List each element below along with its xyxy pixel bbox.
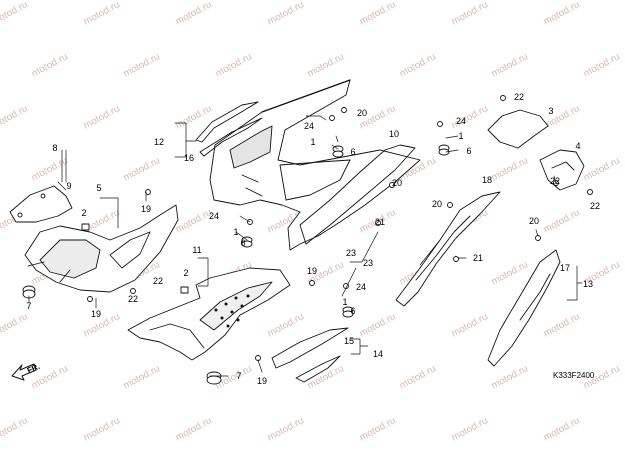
callout-label: 2	[183, 268, 189, 278]
callout-label: 24	[303, 121, 315, 131]
lower-left-cover-part	[127, 267, 291, 361]
callout-label: 2	[81, 208, 87, 218]
center-cover-part	[209, 79, 421, 251]
callout-label: 22	[589, 201, 601, 211]
callout-label: 7	[236, 371, 242, 381]
left-side-cover-part	[9, 185, 179, 293]
callout-label: 6	[240, 238, 246, 248]
callout-label: 20	[528, 216, 540, 226]
callout-label: 19	[90, 309, 102, 319]
callout-label: 6	[466, 146, 472, 156]
callout-label: 24	[355, 282, 367, 292]
front-arrow-icon	[11, 363, 37, 381]
callout-label: 20	[431, 199, 443, 209]
callout-label: 23	[362, 258, 374, 268]
callout-label: 19	[140, 204, 152, 214]
callout-label: 1	[342, 297, 348, 307]
callout-label: 8	[52, 143, 58, 153]
callout-label: 22	[513, 92, 525, 102]
callout-label: 24	[208, 211, 220, 221]
callout-label: 17	[559, 263, 571, 273]
callout-label: 19	[306, 266, 318, 276]
callout-label: 1	[458, 131, 464, 141]
callout-label: 19	[256, 376, 268, 386]
callout-label: 13	[582, 279, 594, 289]
callout-label: 6	[350, 306, 356, 316]
callout-label: 22	[152, 276, 164, 286]
lower-stripe-part	[271, 327, 349, 383]
callout-label: 15	[343, 336, 355, 346]
callout-label: 4	[575, 141, 581, 151]
callout-label: 20	[356, 108, 368, 118]
callout-label: 20	[391, 178, 403, 188]
upper-right-cover-part	[487, 109, 585, 191]
callout-label: 22	[549, 176, 561, 186]
callout-label: 22	[127, 294, 139, 304]
callout-label: 1	[233, 227, 239, 237]
small-fasteners	[22, 95, 593, 385]
callout-label: 7	[26, 301, 32, 311]
right-side-cover-part	[487, 249, 561, 367]
callout-label: 12	[153, 137, 165, 147]
callout-label: 3	[548, 106, 554, 116]
callout-label: 5	[96, 183, 102, 193]
callout-leaders	[28, 115, 583, 377]
callout-label: 9	[66, 181, 72, 191]
drawing-code: K333F2400	[553, 371, 595, 380]
callout-label: 14	[372, 349, 384, 359]
callout-label: 11	[192, 245, 202, 255]
upper-strip-part	[195, 101, 263, 157]
callout-label: 21	[374, 217, 386, 227]
callout-label: 16	[183, 153, 195, 163]
callout-label: 18	[481, 175, 493, 185]
callout-label: 1	[310, 137, 316, 147]
callout-label: 6	[350, 147, 356, 157]
callout-label: 21	[472, 253, 484, 263]
callout-label: 24	[455, 116, 467, 126]
callout-label: 23	[345, 248, 357, 258]
callout-label: 10	[388, 129, 400, 139]
